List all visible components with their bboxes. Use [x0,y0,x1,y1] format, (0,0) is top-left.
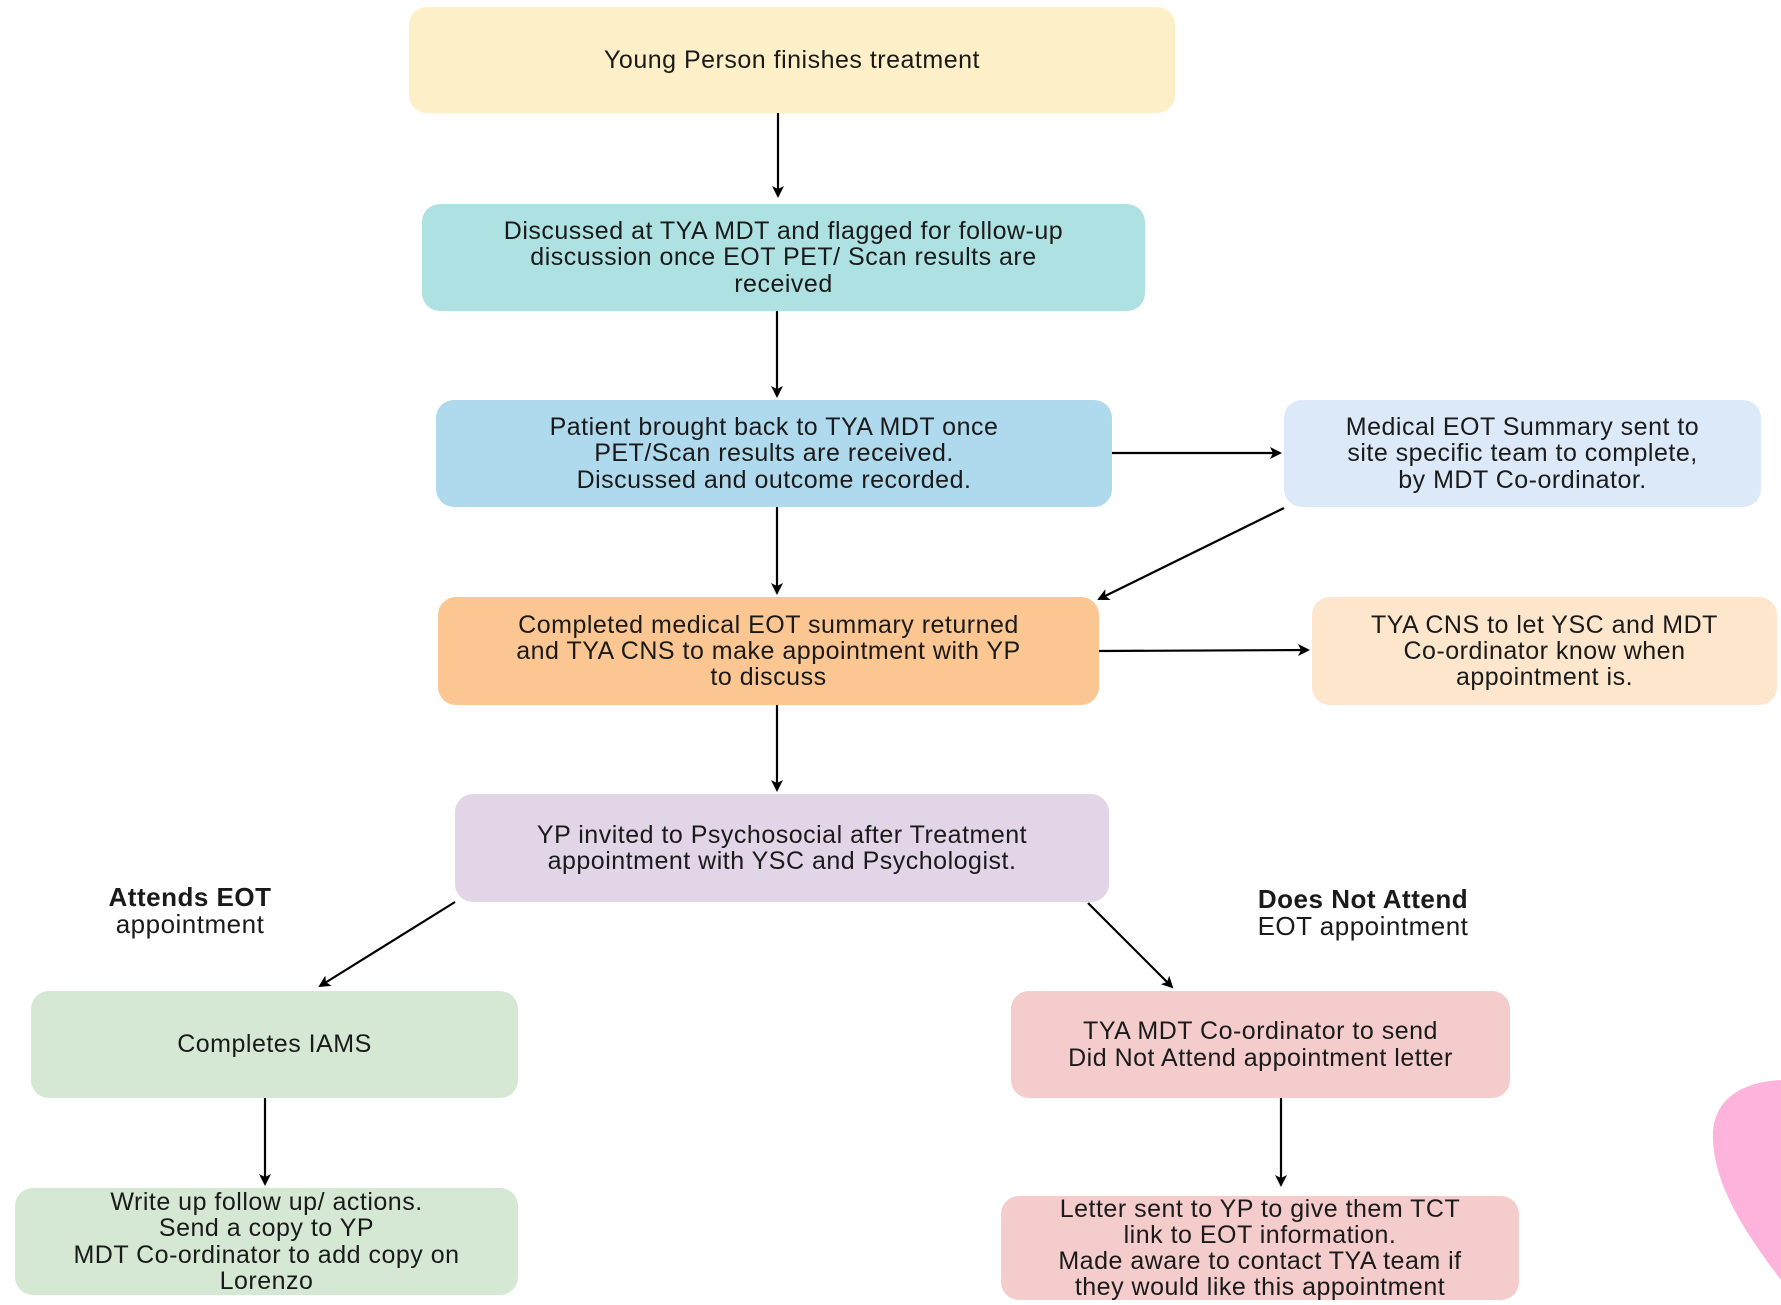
node-text: Completes IAMS [177,1030,372,1059]
node-text: Completed medical EOT summary returned a… [516,610,1021,692]
decorative-blob [1712,1080,1781,1280]
node-young-person-finishes: Young Person finishes treatment [409,7,1175,113]
node-completed-summary-returned: Completed medical EOT summary returned a… [438,597,1099,705]
branch-label-attends-rest: appointment [115,909,265,939]
node-text: TYA MDT Co-ordinator to send Did Not Att… [1068,1017,1453,1072]
branch-label-dna-bold: Does Not Attend [1257,883,1469,914]
node-letter-sent: Letter sent to YP to give them TCT link … [1001,1194,1519,1302]
node-write-up: Write up follow up/ actions. Send a copy… [15,1188,518,1295]
node-text: Patient brought back to TYA MDT once PET… [549,413,999,494]
arrow-invited-to-iams [318,901,456,988]
node-text: Young Person finishes treatment [604,45,980,74]
node-cns-notify: TYA CNS to let YSC and MDT Co-ordinator … [1312,597,1777,705]
node-text: Letter sent to YP to give them TCT link … [1058,1194,1462,1302]
node-text: Write up follow up/ actions. Send a copy… [73,1188,460,1295]
node-text: YP invited to Psychosocial after Treatme… [536,820,1028,875]
node-completes-iams: Completes IAMS [31,991,518,1098]
node-text: Discussed at TYA MDT and flagged for fol… [503,217,1064,298]
node-text: Medical EOT Summary sent to site specifi… [1345,413,1700,494]
node-discussed-at-mdt: Discussed at TYA MDT and flagged for fol… [422,204,1145,311]
node-dna-letter: TYA MDT Co-ordinator to send Did Not Att… [1011,991,1510,1098]
branch-label-does-not-attend: Does Not Attend EOT appointment [1200,862,1526,964]
arrow-invited-to-dna-letter [1087,902,1174,989]
node-yp-invited: YP invited to Psychosocial after Treatme… [455,794,1109,902]
branch-label-attends: Attends EOT appointment [27,860,353,962]
node-text: TYA CNS to let YSC and MDT Co-ordinator … [1371,610,1718,692]
arrow-completed-to-cns-notify [1098,644,1310,657]
node-medical-summary-sent: Medical EOT Summary sent to site specifi… [1284,400,1761,507]
branch-label-attends-bold: Attends EOT [108,881,272,912]
node-patient-brought-back: Patient brought back to TYA MDT once PET… [436,400,1112,507]
branch-label-dna-rest: EOT appointment [1257,911,1469,941]
arrow-summary-sent-to-completed [1097,507,1285,600]
